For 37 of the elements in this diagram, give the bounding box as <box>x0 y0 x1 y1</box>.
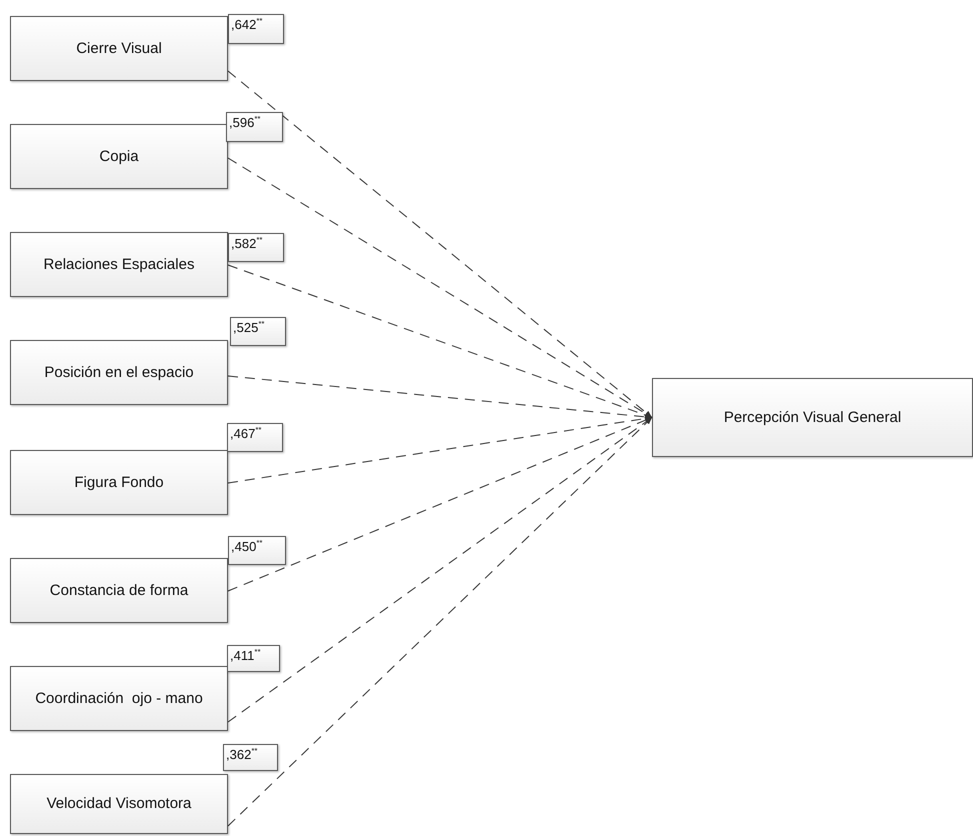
node-label: Copia <box>99 146 139 167</box>
node-label: Relaciones Espaciales <box>44 254 194 275</box>
coefficient-value: ,642$^{**}$ <box>231 16 263 34</box>
coefficient-box <box>230 317 286 346</box>
node-label: Coordinación ojo - mano <box>35 688 203 709</box>
node-label: Posición en el espacio <box>44 362 194 383</box>
coefficient-value: ,525$^{**}$ <box>233 318 265 337</box>
coefficient-box <box>226 112 283 142</box>
variable-box <box>10 232 228 297</box>
coefficient-box <box>228 536 286 565</box>
node-label: Velocidad Visomotora <box>46 794 192 814</box>
dashed-arrow <box>228 158 652 418</box>
variable-box <box>10 450 228 515</box>
node-label: Percepción Visual General <box>724 408 902 428</box>
outcome-box <box>652 378 973 457</box>
coefficient-value: ,582$^{**}$ <box>231 234 263 253</box>
coefficient-value: ,450$^{**}$ <box>231 538 263 556</box>
coefficient-value: ,596$^{**}$ <box>229 114 261 132</box>
coefficient-box <box>227 645 280 672</box>
node-label: Cierre Visual <box>76 38 162 59</box>
coefficient-box <box>227 423 283 452</box>
coefficient-box <box>228 233 284 262</box>
variable-box <box>10 340 228 405</box>
dashed-arrow <box>228 417 652 826</box>
variable-box <box>10 16 228 81</box>
node-label: Figura Fondo <box>74 472 164 493</box>
variable-box <box>10 774 228 834</box>
coefficient-value: ,362$^{**}$ <box>226 746 258 764</box>
variable-box <box>10 558 228 623</box>
node-label: Constancia de forma <box>50 580 188 601</box>
variable-box <box>10 124 228 189</box>
variable-box <box>10 666 228 731</box>
coefficient-value: ,467$^{**}$ <box>230 424 262 443</box>
coefficient-value: ,411$^{**}$ <box>230 646 261 665</box>
coefficient-box <box>228 14 284 44</box>
coefficient-box <box>223 744 278 771</box>
dashed-arrow <box>228 70 652 418</box>
